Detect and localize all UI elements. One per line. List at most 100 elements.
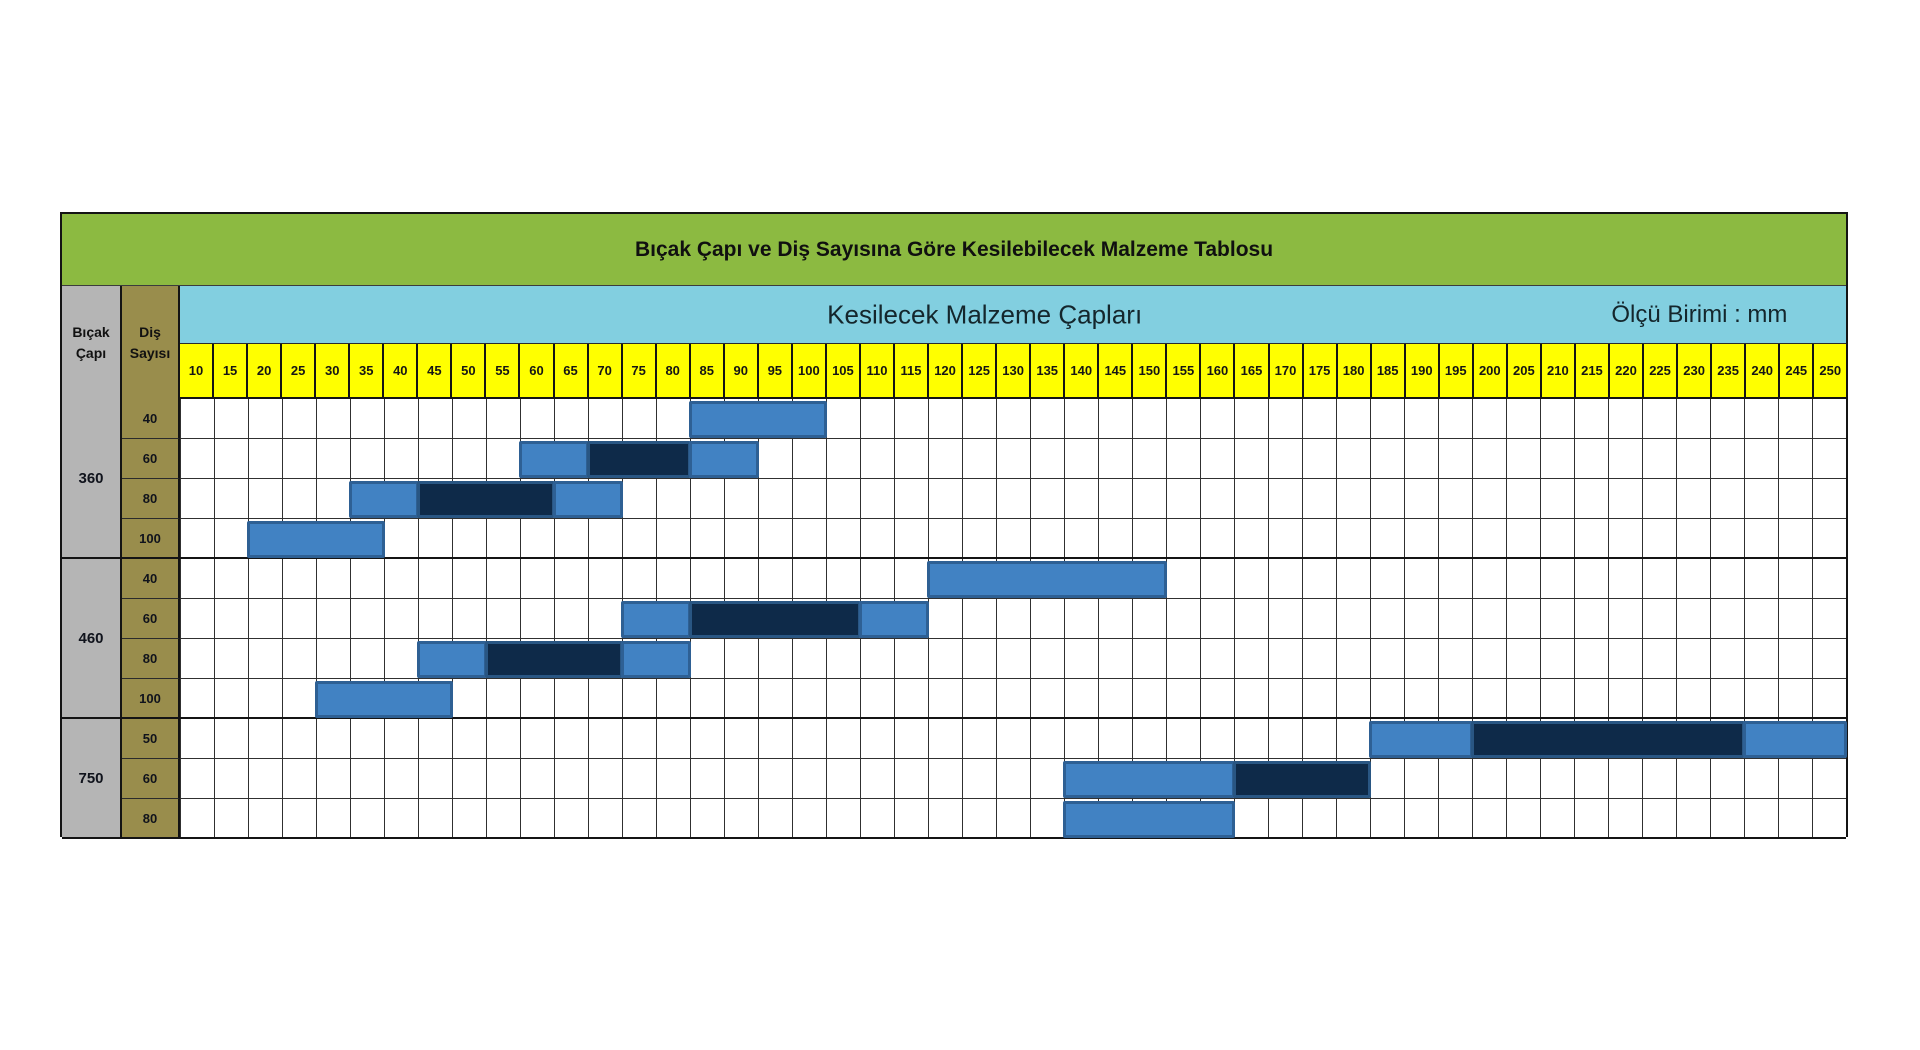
diameter-tick-cell: 90 [725, 344, 759, 397]
table-row [180, 519, 1846, 559]
diameter-tick-cell: 210 [1542, 344, 1576, 397]
blade-diameter-cell: 750 [62, 719, 122, 839]
material-range-bar [247, 520, 385, 558]
table-row [180, 799, 1846, 839]
table-row [180, 479, 1846, 519]
table-title: Bıçak Çapı ve Diş Sayısına Göre Kesilebi… [634, 237, 1274, 261]
blade-diameter-cell: 460 [62, 559, 122, 719]
teeth-count-cell: 40 [122, 399, 180, 439]
unit-label: Ölçü Birimi : mm [1611, 300, 1788, 328]
diameter-tick-cell: 165 [1235, 344, 1270, 397]
diameter-tick-cell: 60 [520, 344, 555, 397]
diameter-tick-cell: 240 [1746, 344, 1781, 397]
diameter-tick-cell: 250 [1819, 363, 1842, 378]
diameter-tick-cell: 35 [350, 344, 385, 397]
material-cutting-table: Bıçak Çapı ve Diş Sayısına Göre Kesilebi… [60, 212, 1848, 839]
table-row [180, 399, 1846, 439]
diameter-tick-cell: 200 [1474, 344, 1508, 397]
table-row [180, 599, 1846, 639]
material-range-bar [621, 600, 691, 638]
scale-title: Kesilecek Malzeme Çapları [827, 299, 1143, 329]
material-range-bar [927, 560, 1167, 598]
diameter-tick-cell: 140 [1065, 344, 1100, 397]
blade-diameter-cell: 360 [62, 399, 122, 559]
material-range-bar [1063, 760, 1235, 798]
diameter-tick-cell: 20 [248, 344, 283, 397]
teeth-count-cell: 80 [122, 799, 180, 839]
diameter-tick-cell: 105 [827, 344, 861, 397]
diameter-tick-cell: 220 [1610, 344, 1645, 397]
material-range-bar [689, 440, 759, 478]
teeth-count-cell: 60 [122, 599, 180, 639]
table-row [180, 439, 1846, 479]
teeth-count-cell: 100 [122, 679, 180, 719]
grid-area [180, 399, 1847, 839]
teeth-count-cell: 60 [122, 759, 180, 799]
diameter-tick-cell: 150 [1133, 344, 1168, 397]
diameter-tick-cell: 125 [963, 344, 998, 397]
diameter-tick-cell: 115 [895, 344, 930, 397]
diameter-tick-cell: 160 [1201, 344, 1236, 397]
teeth-count-cell: 40 [122, 559, 180, 599]
diameter-tick-cell: 120 [929, 344, 964, 397]
diameter-tick-cell: 135 [1031, 344, 1066, 397]
material-range-bar [1233, 760, 1371, 798]
diameter-scale-header: Kesilecek Malzeme Çapları Ölçü Birimi : … [180, 286, 1846, 399]
diameter-tick-cell: 75 [623, 344, 657, 397]
diameter-tick-cell: 205 [1508, 344, 1542, 397]
scale-title-band: Kesilecek Malzeme Çapları Ölçü Birimi : … [180, 286, 1846, 343]
diameter-tick-cell: 40 [384, 344, 419, 397]
teeth-count-cell: 80 [122, 479, 180, 519]
diameter-tick-cell: 215 [1576, 344, 1610, 397]
diameter-tick-cell: 30 [316, 344, 351, 397]
teeth-count-header: Diş Sayısı [122, 286, 180, 399]
diameter-tick-cell: 195 [1440, 344, 1474, 397]
material-range-bar [587, 440, 691, 478]
diameter-tick-cell: 65 [555, 344, 589, 397]
material-range-bar [621, 640, 691, 678]
teeth-count-cell: 80 [122, 639, 180, 679]
diameter-tick-cell: 170 [1270, 344, 1304, 397]
material-range-bar [859, 600, 929, 638]
diameter-tick-cell: 110 [861, 344, 895, 397]
material-range-bar [1471, 720, 1745, 758]
diameter-tick-cell: 25 [282, 344, 317, 397]
table-row [180, 559, 1846, 599]
teeth-count-cell: 60 [122, 439, 180, 479]
diameter-tick-cell: 55 [486, 344, 521, 397]
material-range-bar [417, 480, 555, 518]
diameter-tick-cell: 175 [1304, 344, 1338, 397]
diameter-tick-cell: 100 [793, 344, 827, 397]
diameter-tick-cell: 225 [1644, 344, 1679, 397]
diameter-tick-cell: 80 [657, 344, 691, 397]
material-range-bar [417, 640, 487, 678]
diameter-tick-cell: 130 [997, 344, 1032, 397]
diameter-tick-cell: 10 [180, 344, 215, 397]
diameter-tick-cell: 190 [1406, 344, 1440, 397]
table-row [180, 639, 1846, 679]
material-range-bar [349, 480, 419, 518]
table-row [180, 679, 1846, 719]
diameter-tick-cell: 45 [418, 344, 453, 397]
diameter-tick-cell: 155 [1167, 344, 1202, 397]
material-range-bar [1063, 800, 1235, 838]
table-header-row: Bıçak Çapı Diş Sayısı Kesilecek Malzeme … [62, 286, 1846, 399]
diameter-tick-cell: 230 [1678, 344, 1713, 397]
diameter-tick-cell: 145 [1099, 344, 1134, 397]
diameter-tick-cell: 95 [759, 344, 793, 397]
diameter-tick-cell: 70 [589, 344, 623, 397]
material-range-bar [689, 400, 827, 438]
material-range-bar [519, 440, 589, 478]
diameter-tick-cell: 235 [1712, 344, 1747, 397]
diameter-tick-cell: 185 [1372, 344, 1406, 397]
diameter-tick-cell: 85 [691, 344, 725, 397]
table-row [180, 759, 1846, 799]
table-row [180, 719, 1847, 759]
